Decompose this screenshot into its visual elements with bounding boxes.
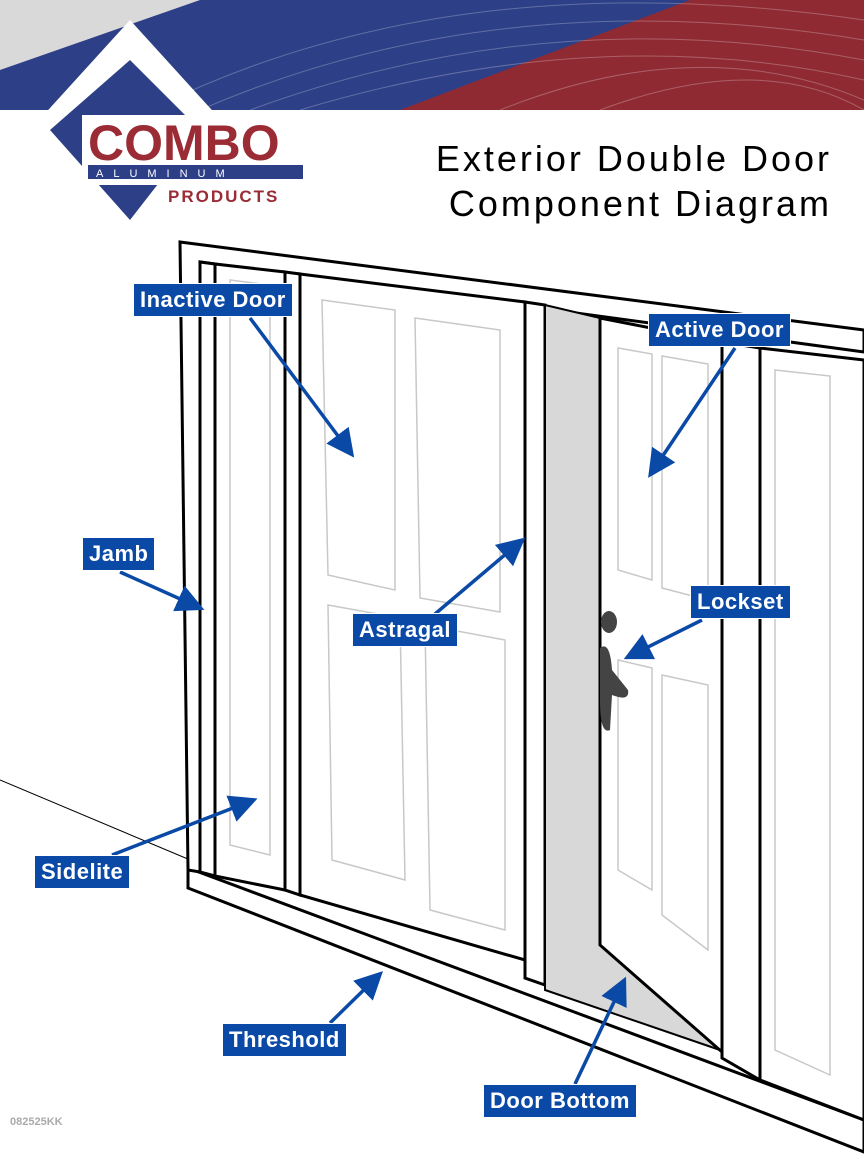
arrow-sidelite bbox=[111, 795, 258, 857]
astragal-shape bbox=[523, 300, 547, 988]
callout-arrows bbox=[111, 316, 737, 1085]
title-line-2: Component Diagram bbox=[448, 183, 832, 224]
arrow-active-door bbox=[648, 347, 737, 478]
label-sidelite: Sidelite bbox=[34, 855, 131, 889]
arrow-threshold bbox=[328, 971, 384, 1025]
left-sidelite bbox=[213, 262, 287, 892]
right-sidelite bbox=[758, 346, 864, 1122]
arrow-inactive-door bbox=[248, 316, 355, 458]
lockset-hardware bbox=[600, 611, 629, 731]
combo-logo: COMBO ALUMINUM PRODUCTS bbox=[30, 20, 307, 235]
arrow-jamb bbox=[119, 570, 205, 612]
label-door-bottom: Door Bottom bbox=[483, 1084, 637, 1118]
logo-word: COMBO bbox=[88, 115, 280, 171]
label-astragal: Astragal bbox=[352, 613, 459, 647]
title-line-1: Exterior Double Door bbox=[435, 138, 832, 179]
page-title: Exterior Double Door Component Diagram bbox=[436, 136, 832, 226]
svg-text:PRODUCTS: PRODUCTS bbox=[168, 187, 279, 206]
svg-text:ALUMINUM: ALUMINUM bbox=[96, 168, 235, 180]
arrow-lockset bbox=[623, 618, 703, 660]
label-inactive-door: Inactive Door bbox=[133, 283, 293, 317]
arrow-astragal bbox=[433, 537, 526, 616]
label-active-door: Active Door bbox=[648, 313, 791, 347]
threshold-shape bbox=[186, 865, 864, 1154]
label-threshold: Threshold bbox=[222, 1023, 347, 1057]
label-jamb: Jamb bbox=[82, 537, 156, 571]
document-code: 082525KK bbox=[10, 1116, 63, 1128]
label-lockset: Lockset bbox=[690, 585, 791, 619]
arrow-door-bottom bbox=[573, 976, 627, 1085]
